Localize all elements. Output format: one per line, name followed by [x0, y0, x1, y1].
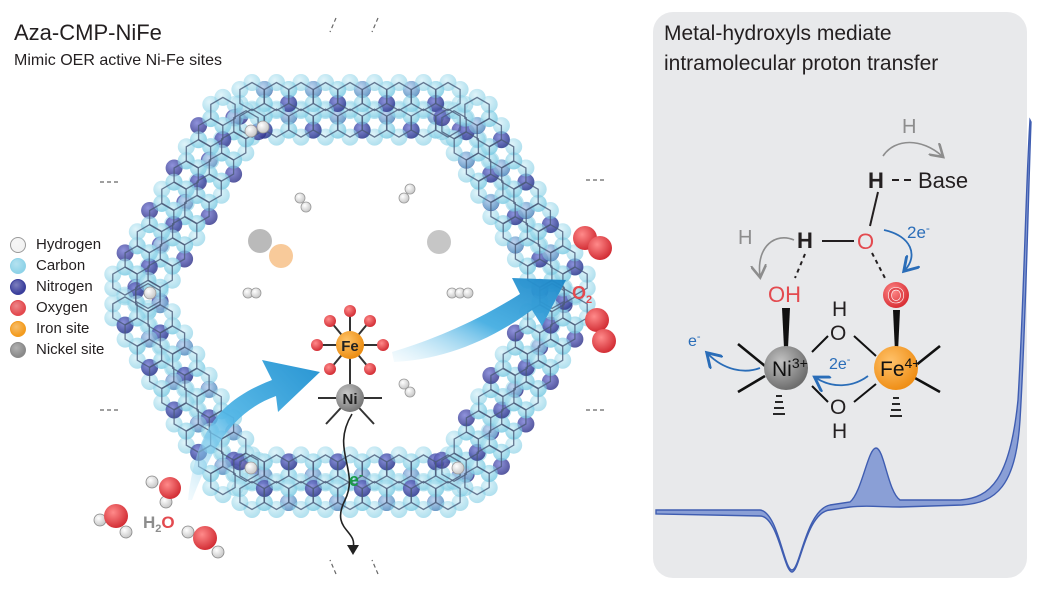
- mechanism-panel-background: [653, 12, 1027, 578]
- hydrogen-atom-icon: [10, 236, 26, 253]
- nickel-center-label: Ni3+: [772, 355, 808, 381]
- iron-atom: [336, 331, 364, 359]
- nickel-center-atom: [764, 346, 808, 390]
- aromatic-ring: [135, 279, 161, 310]
- ligand-oxygen-atom: [311, 339, 323, 351]
- electron-label: e-: [349, 468, 363, 490]
- oxygen-formula-label: O2: [572, 283, 592, 306]
- fe-ni-active-site: Fe Ni: [311, 305, 389, 425]
- legend-item: Hydrogen: [10, 234, 104, 255]
- structure-title: Aza-CMP-NiFe: [14, 20, 162, 45]
- secondary-metal-sites: [248, 229, 451, 268]
- iron-oxo-oxygen-atom: [883, 282, 909, 308]
- water-formula-label: H2O: [143, 513, 175, 535]
- iron-atom-label: Fe: [341, 338, 359, 355]
- aromatic-ring: [435, 454, 461, 484]
- legend-item: Nitrogen: [10, 276, 104, 297]
- carbon-atom-icon: [10, 257, 26, 274]
- iron-center-label: Fe4+: [880, 355, 920, 381]
- legend-label: Oxygen: [36, 299, 88, 316]
- ligand-oxygen-atom: [364, 363, 376, 375]
- aromatic-ring: [464, 96, 490, 127]
- electron-transfer-path: e-: [339, 413, 363, 555]
- nickel-atom: [336, 384, 364, 412]
- legend-label: Carbon: [36, 257, 86, 274]
- aromatic-ring: [210, 465, 236, 496]
- aza-cmp-framework-structure: Fe Ni e-: [93, 17, 616, 575]
- transferred-proton-label: H: [902, 116, 916, 138]
- aromatic-ring: [239, 81, 265, 112]
- boundary-dash: [329, 559, 337, 575]
- two-electron-label-top: 2e-: [907, 221, 930, 242]
- iron-center-atom: [874, 346, 918, 390]
- water-molecules: [93, 475, 225, 559]
- bridging-oxygen-label: O: [857, 229, 874, 254]
- ligand-oxygen-atom: [324, 363, 336, 375]
- bridge-hydrogen-bottom: H: [832, 420, 847, 443]
- boundary-dash: [371, 17, 379, 33]
- aromatic-ring: [233, 452, 259, 483]
- legend-label: Iron site: [36, 320, 90, 337]
- ligand-oxygen-atom: [377, 339, 389, 351]
- ligand-oxygen-atom: [344, 305, 356, 317]
- ligand-oxygen-atom: [364, 315, 376, 327]
- legend-item: Oxygen: [10, 297, 104, 318]
- cyclic-voltammogram-curve: [655, 117, 1032, 573]
- bridge-oxygen-top: O: [830, 322, 846, 345]
- two-electron-label-middle: 2e-: [829, 354, 851, 373]
- nickel-hydroxyl-label: OH: [768, 282, 801, 307]
- oxygen-molecules: [573, 226, 616, 353]
- nickel-atom-icon: [10, 341, 26, 358]
- bridge-oxygen-bottom: O: [830, 396, 846, 419]
- electron-label-left: e-: [688, 331, 701, 350]
- oxygen-outflow-arrow: [392, 278, 566, 362]
- bridge-hydrogen-top: H: [832, 298, 847, 321]
- nitrogen-atom-icon: [10, 278, 26, 295]
- proton-transfer-scheme: H H Base H H O 2e- OH O: [688, 116, 968, 443]
- aromatic-ring: [562, 296, 588, 326]
- structure-subtitle: Mimic OER active Ni-Fe sites: [14, 52, 223, 69]
- periodic-boundary-dashes: [100, 17, 604, 575]
- ligand-oxygen-atom: [324, 315, 336, 327]
- legend-label: Hydrogen: [36, 236, 102, 253]
- mechanism-title-line1: Metal-hydroxyls mediate: [664, 22, 892, 45]
- legend-label: Nitrogen: [36, 278, 93, 295]
- legend-label: Nickel site: [36, 341, 105, 358]
- mechanism-title-line2: intramolecular proton transfer: [664, 52, 939, 75]
- aromatic-ring: [112, 266, 138, 296]
- hydroxyl-proton-label: H: [797, 228, 813, 253]
- boundary-dash: [329, 17, 337, 33]
- iron-oxo-label: O: [887, 283, 904, 308]
- boundary-dash: [371, 559, 379, 575]
- nickel-atom-label: Ni: [343, 391, 358, 408]
- migrating-proton-label: H: [738, 227, 752, 249]
- aromatic-ring: [435, 480, 461, 511]
- oxygen-atom-icon: [10, 299, 26, 316]
- base-label: Base: [918, 168, 968, 193]
- legend-item: Nickel site: [10, 339, 104, 360]
- legend-item: Carbon: [10, 255, 104, 276]
- pore-hydrogen-atoms: [143, 120, 474, 475]
- aromatic-ring: [441, 109, 467, 140]
- legend-item: Iron site: [10, 318, 104, 339]
- iron-atom-icon: [10, 320, 26, 337]
- water-inflow-arrow: [188, 360, 320, 500]
- proton-on-base-label: H: [868, 168, 884, 193]
